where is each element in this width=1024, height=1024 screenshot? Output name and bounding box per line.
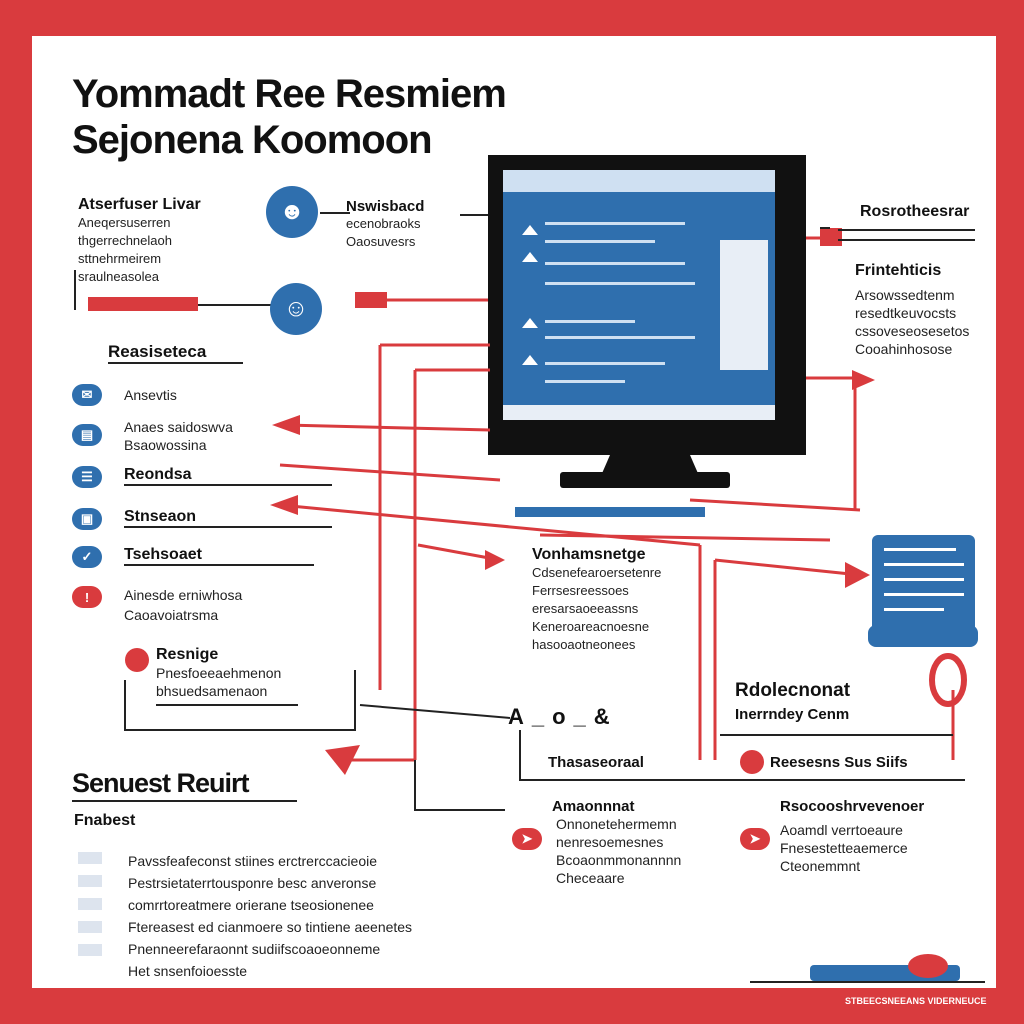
doc-icon: ☰ (72, 466, 102, 488)
top-left-heading: Atserfuser Livar (78, 196, 201, 213)
screen-arrows (522, 225, 538, 365)
bottom-center-text: Amaonnnat Onnonetehermemn nenresoemesnes… (552, 798, 682, 886)
status-dot (740, 750, 764, 774)
bottom-left-rule (72, 800, 297, 802)
top-left-text: Atserfuser Livar Aneqersuserren thgerrec… (78, 196, 201, 284)
red-oval (929, 653, 967, 707)
footer-mark: STBEECSNEEANS VIDERNEUCE (845, 996, 987, 1006)
title-line-1: Yommadt Ree Resmiem (72, 72, 507, 116)
footer-dot (908, 954, 948, 978)
title-line-2: Sejonena Koomoon (72, 118, 433, 162)
server-base (868, 625, 978, 647)
bottom-right-text: Rsocooshrvevenoer Aoamdl verrtoeaure Fne… (780, 798, 925, 874)
alert-icon: ! (72, 586, 102, 608)
right-top-heading: Rosrotheesrar (860, 203, 970, 220)
right-top-text: Frintehticis Arsowssedtenm resedtkeuvocs… (855, 262, 970, 357)
bottom-center-arrow-icon: ➤ (512, 828, 542, 850)
center-bottom-label: Thasaseoraal (548, 754, 644, 771)
bottom-left-heading: Senuest Reuirt (72, 768, 250, 798)
mail-icon: ✉ (72, 384, 102, 406)
center-bottom-symbols: A_o_& (508, 704, 618, 729)
bottom-left-paragraph: Pavssfeafeconst stiines erctrerccacieoie… (128, 853, 413, 979)
server-lines (884, 548, 964, 611)
blue-link-bar (515, 507, 705, 517)
right-middle-text: Rdolecnonat Inerrndey Cenm (735, 680, 851, 723)
window-icon: ▣ (72, 508, 102, 530)
user-icon: ☻ (266, 186, 318, 238)
legend-heading: Reasiseteca (108, 342, 243, 364)
black-connectors (74, 212, 975, 811)
check-icon: ✓ (72, 546, 102, 568)
monitor-stand (560, 472, 730, 488)
monitor-side-panel (720, 240, 768, 370)
center-text: Vonhamsnetge Cdsenefearoersetenre Ferrse… (532, 546, 662, 652)
monitor-status-bar (503, 405, 775, 420)
screen-text-lines (545, 222, 695, 383)
bottom-right-arrow-icon: ➤ (740, 828, 770, 850)
list-markers (78, 852, 102, 956)
center-bottom-status: Reesesns Sus Siifs (770, 754, 908, 771)
resnige-dot (125, 648, 149, 672)
arrowheads (270, 228, 875, 775)
bottom-left-sub: Fnabest (74, 812, 136, 829)
top-center-text: Nswisbacd ecenobraoks Oaosuvesrs (346, 198, 425, 249)
red-label-bar (88, 297, 198, 311)
person-icon: ☺ (270, 283, 322, 335)
folder-icon: ▤ (72, 424, 102, 446)
lower-left-text: Resnige Pnesfoeeaehmenon bhsuedsamenaon (156, 646, 298, 706)
monitor-window-bar (503, 170, 775, 192)
